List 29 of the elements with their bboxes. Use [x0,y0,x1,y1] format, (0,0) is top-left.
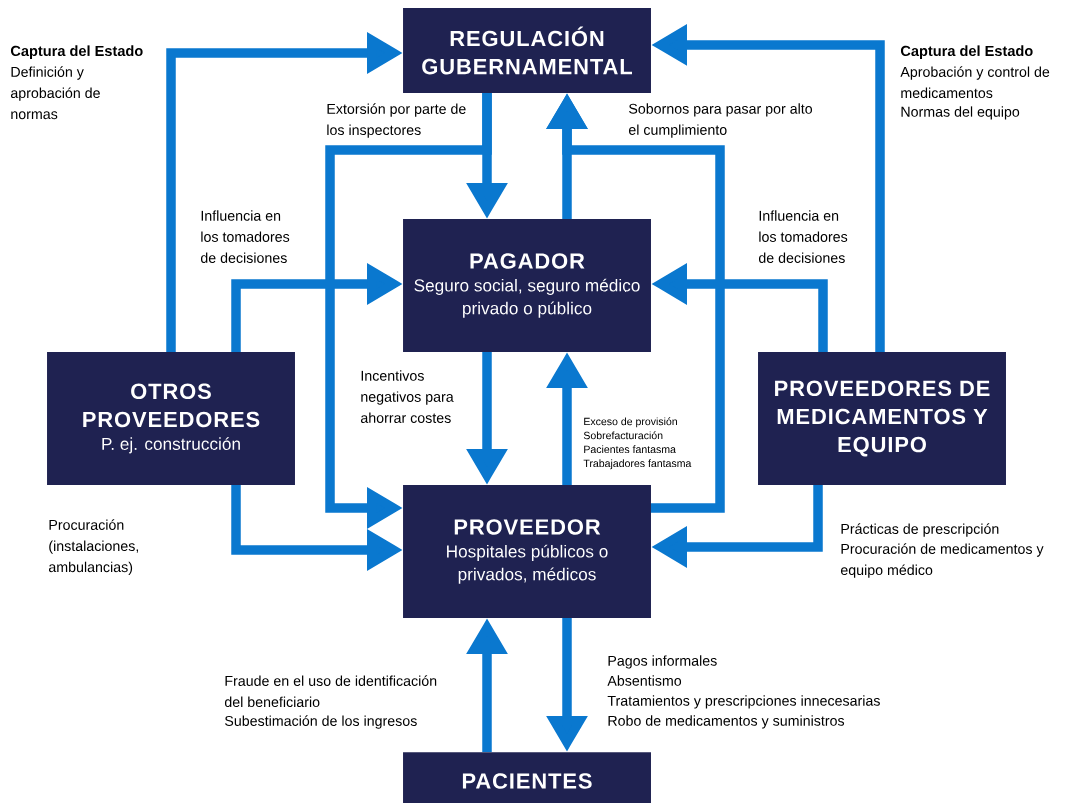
entity-box: REGULACIÓN GUBERNAMENTAL [403,8,651,93]
annotation-text: Definición y aprobación de normas [10,66,100,120]
annotation-text: Aprobación y control de medicamentos [900,66,1050,99]
annotation-text: Incentivos negativos para ahorrar costes [360,370,454,423]
annotation-text: Absentismo [607,675,682,686]
annotation-text: Fraude en el uso de identificación del beneficiario [224,675,437,708]
annotation-text: Pacientes fantasma [584,445,676,454]
annotation-text: Captura del Estado [900,45,1033,59]
annotation-text: Captura del Estado [10,45,143,59]
annotation-text: Procuración de medicamentos y equipo médico [840,543,1044,578]
annotation-text: Trabajadores fantasma [583,459,692,470]
entity-box: PROVEEDORES DE MEDICAMENTOS Y EQUIPO [758,352,1006,485]
annotation-text: Prácticas de prescripción [841,523,999,537]
annotation-text: Influencia en los tomadores de decisiones [758,210,848,263]
annotation-text: Pagos informales [608,655,717,669]
annotation-text: Tratamientos y prescripciones innecesarias [607,695,880,709]
annotation-text: Influencia en los tomadores de decisiones [200,210,290,263]
annotation-text: Normas del equipo [901,106,1020,120]
annotation-text: Sobornos para pasar por alto el cumplimiento [628,103,813,138]
entity-box: PROVEEDOR Hospitales públicos o privados, médicos [403,485,651,618]
annotation-text: Robo de medicamentos y suministros [608,715,845,729]
annotation-text: Extorsión por parte de los inspectores [327,103,466,138]
annotation-text: Procuración (instalaciones, ambulancias) [48,519,139,575]
entity-box: OTROS PROVEEDORES P. ej. construcción [47,352,295,485]
annotation-text: Subestimación de los ingresos [225,715,417,729]
annotation-text: Exceso de provisión [584,417,677,428]
entity-box: PACIENTES [403,752,651,803]
annotation-text: Sobrefacturación [583,431,663,440]
entity-box: PAGADOR Seguro social, seguro médico privado o público [403,219,651,352]
